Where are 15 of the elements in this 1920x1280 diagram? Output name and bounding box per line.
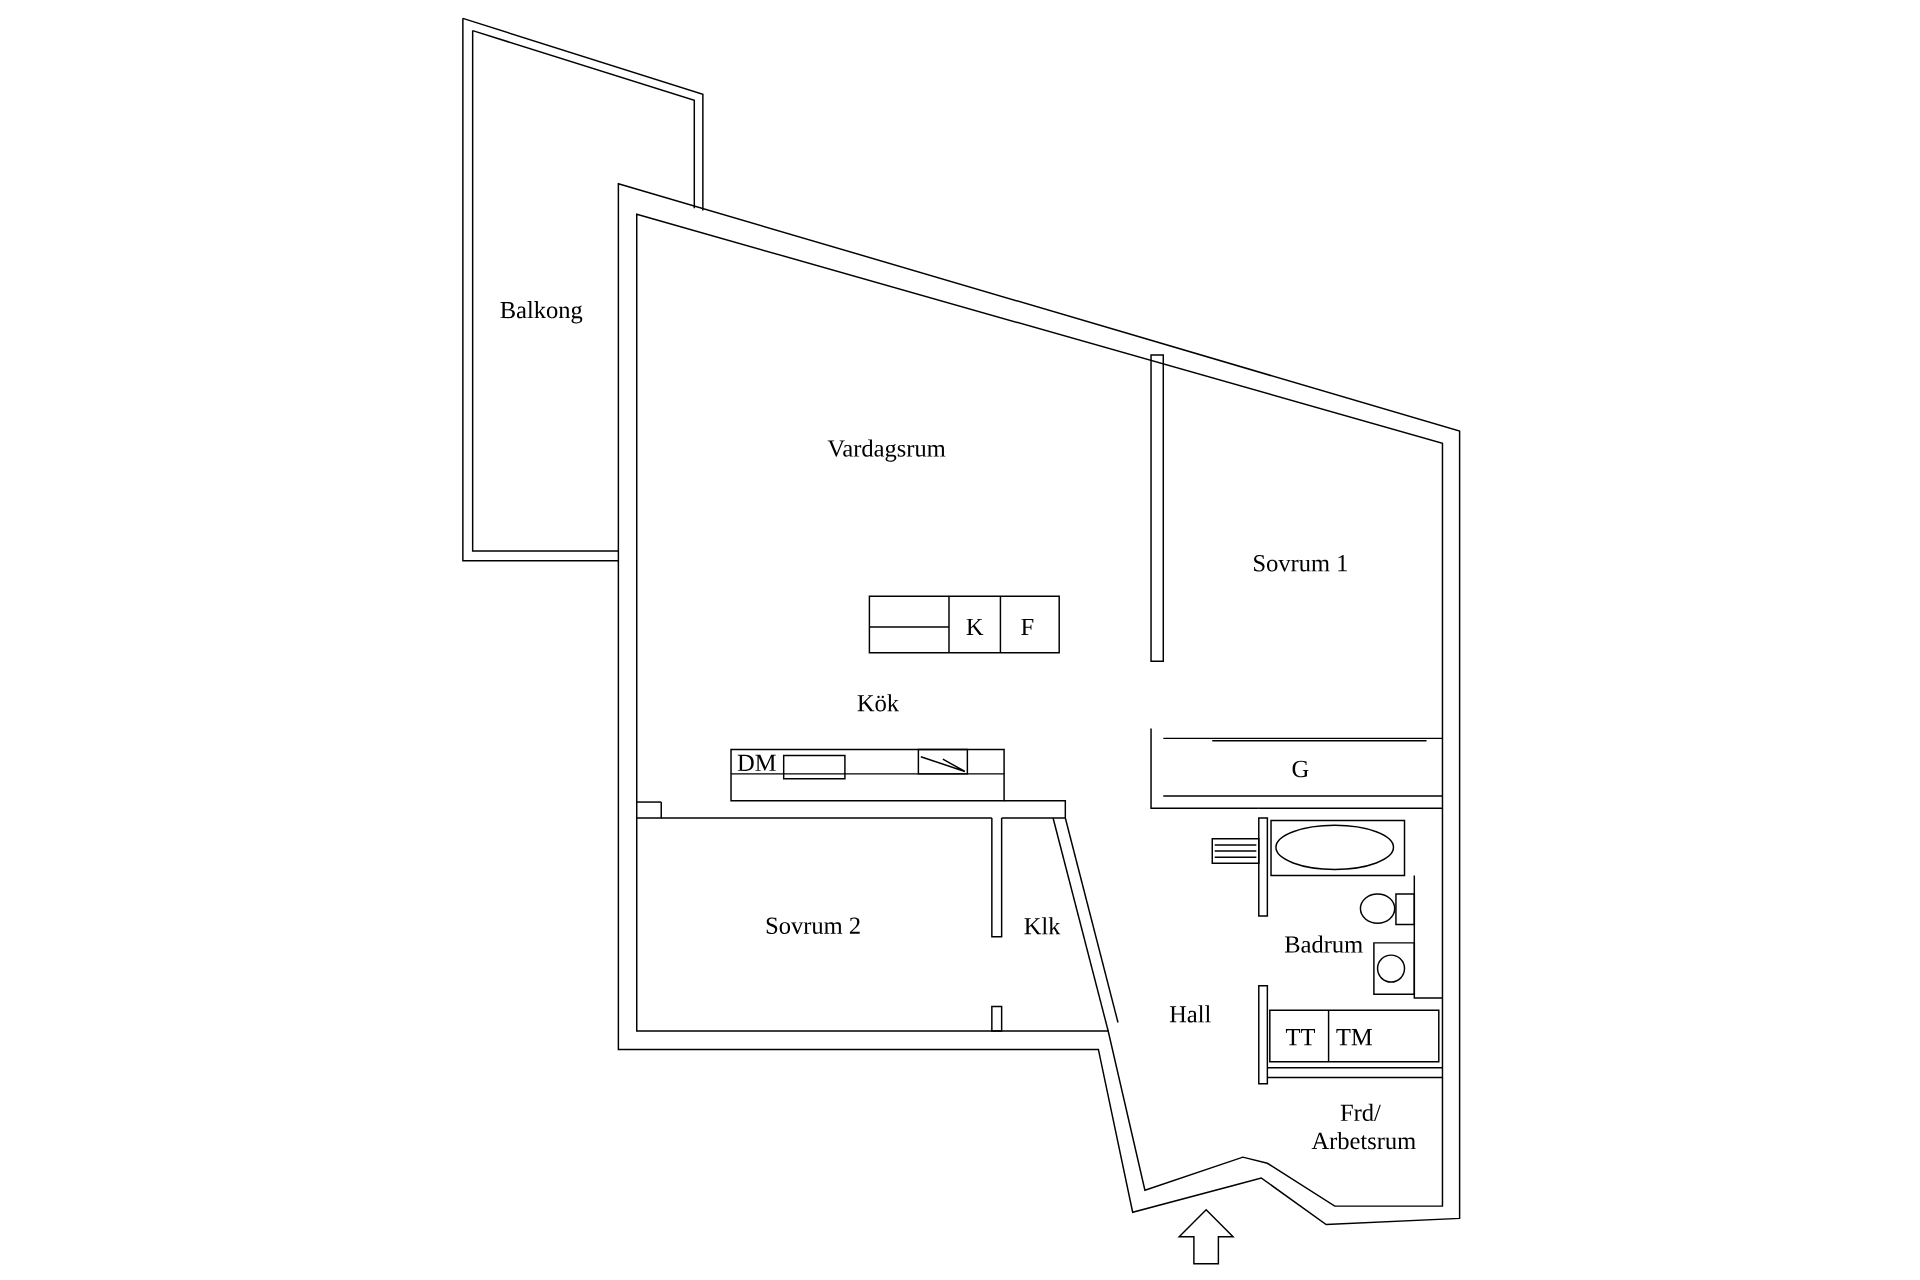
fixture-label: K [966,619,984,636]
fixture-label: G [1292,761,1309,778]
room-label: Badrum [1284,935,1363,953]
room-label: Klk [1024,917,1061,935]
room-label: Sovrum 1 [1254,555,1347,572]
room-label: Sovrum 2 [766,917,860,935]
room-label: Frd/ Arbetsrum [1311,1104,1416,1150]
room-label: Hall [1169,1005,1211,1023]
fixture-label: DM [737,755,776,772]
room-label: Vardagsrum [827,439,946,462]
fixture-label: F [1021,619,1034,636]
fixture-label: TM [1336,1029,1372,1046]
fixture-label: TT [1285,1029,1315,1046]
room-label: Kök [857,694,900,712]
room-label: Balkong [500,301,583,324]
